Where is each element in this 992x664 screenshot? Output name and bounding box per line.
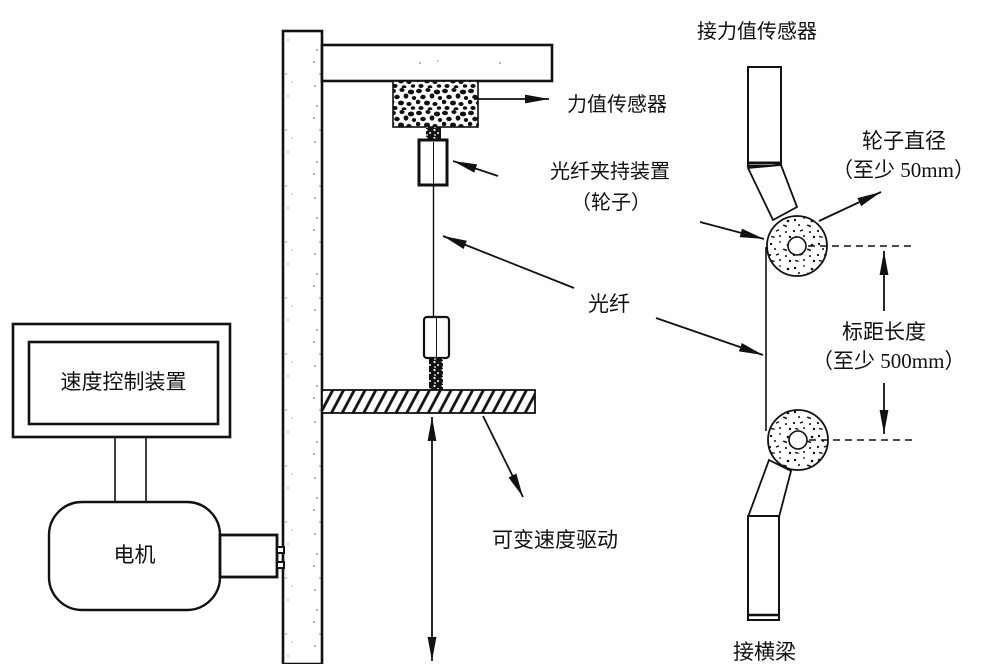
lower-connector bbox=[429, 358, 443, 391]
callout-arrows-right bbox=[699, 191, 882, 240]
fiber-clamp-lower bbox=[422, 315, 451, 360]
label-motor: 电机 bbox=[113, 543, 156, 568]
label-connect-force-sensor: 接力值传感器 bbox=[697, 21, 817, 43]
variable-speed-drive-arrow bbox=[482, 415, 524, 498]
motor-coupling bbox=[218, 533, 285, 579]
moving-crossbeam-bar bbox=[321, 389, 536, 414]
upper-connector bbox=[426, 127, 441, 141]
fiber-arrow-left bbox=[442, 235, 575, 289]
speed-control-monitor bbox=[11, 322, 232, 439]
upper-wheel bbox=[766, 215, 828, 277]
upper-wheel-arm bbox=[746, 164, 799, 222]
lower-link-bar bbox=[747, 515, 780, 621]
label-variable-speed-drive: 可变速度驱动 bbox=[492, 528, 618, 552]
label-connect-crossbeam: 接横梁 bbox=[733, 640, 796, 664]
wheel-center-dashes bbox=[808, 245, 914, 441]
label-fiber-clamp-line1: 光纤夹持装置 bbox=[550, 161, 670, 183]
force-sensor-block bbox=[392, 80, 479, 128]
fiber-clamp-arrow bbox=[452, 160, 499, 177]
label-fiber-clamp-line2: （轮子） bbox=[571, 192, 651, 214]
label-gauge-length-line1: 标距长度 bbox=[842, 320, 926, 344]
lower-wheel bbox=[767, 409, 829, 471]
label-gauge-length-line2: （至少 500mm） bbox=[812, 349, 966, 373]
fiber-clamp-upper bbox=[417, 138, 449, 187]
label-wheel-diameter-line2: （至少 50mm） bbox=[832, 158, 975, 182]
label-optical-fiber: 光纤 bbox=[588, 292, 630, 316]
label-wheel-diameter-line1: 轮子直径 bbox=[862, 129, 946, 153]
label-speed-control-device: 速度控制装置 bbox=[60, 370, 187, 395]
lower-wheel-arm bbox=[746, 458, 793, 518]
monitor-stand bbox=[114, 437, 147, 503]
upper-link-bar bbox=[747, 66, 782, 167]
top-crossarm bbox=[320, 43, 554, 83]
callout-arrows-left bbox=[442, 94, 764, 498]
support-column bbox=[281, 29, 324, 664]
fiber-arrow-right bbox=[655, 317, 764, 356]
label-force-sensor: 力值传感器 bbox=[567, 94, 667, 116]
wheel-pointer-arrow bbox=[699, 221, 765, 240]
wheel-diameter-arrow bbox=[818, 191, 882, 222]
